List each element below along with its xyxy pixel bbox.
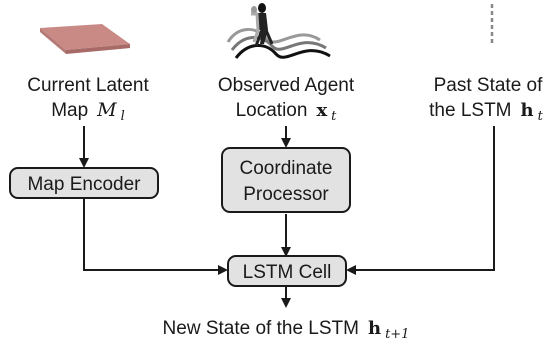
coordinate-processor-label-line2: Processor (243, 184, 329, 205)
map-encoder-box: Map Encoder (9, 167, 159, 199)
edge-past-state-to-lstm (346, 126, 495, 275)
lstm-cell-label: LSTM Cell (243, 262, 332, 283)
past-state-label-line1: Past State of (434, 75, 544, 96)
map-encoder-label: Map Encoder (27, 174, 141, 195)
edge-encoder-to-lstm (83, 196, 228, 275)
walking-person-icon (226, 3, 331, 59)
map-label-line1: Current Latent (27, 75, 149, 96)
coordinate-processor-box: Coordinate Processor (221, 147, 351, 213)
lstm-cell-box: LSTM Cell (227, 255, 347, 287)
location-label-line1: Observed Agent (218, 75, 355, 96)
past-state-label-line2: the LSTM h t (429, 100, 543, 124)
map-label-line2: Map M l (51, 99, 125, 124)
location-label-line2: Location x t (236, 100, 338, 124)
map-tile-icon (40, 24, 130, 54)
coordinate-processor-label-line1: Coordinate (240, 158, 333, 179)
output-label: New State of the LSTM h t+1 (163, 318, 410, 342)
